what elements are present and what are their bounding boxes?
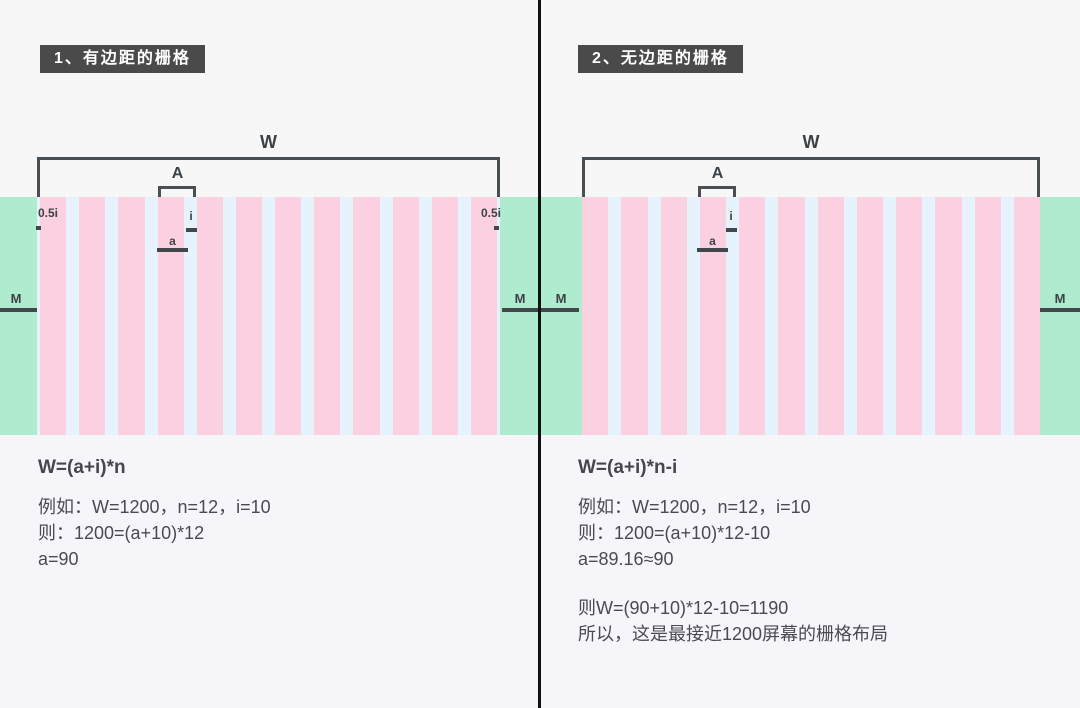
panel-grid-with-margin: 1、有边距的栅格 W A 0.5i 0.5i i a M M W=(a+i)*n… bbox=[0, 45, 540, 572]
width-dimension-label: W bbox=[260, 132, 277, 152]
margin-right-label: M bbox=[1054, 291, 1066, 306]
width-dimension-bracket bbox=[37, 157, 500, 197]
gutter-tick bbox=[186, 228, 197, 232]
panel-title-badge: 1、有边距的栅格 bbox=[40, 45, 205, 73]
grid-column bbox=[856, 197, 883, 435]
panel-title-badge: 2、无边距的栅格 bbox=[578, 45, 743, 73]
margin-area-right bbox=[500, 197, 540, 435]
formula-line: 例如：W=1200，n=12，i=10 bbox=[578, 497, 811, 517]
grid-column bbox=[235, 197, 263, 435]
grid-column bbox=[314, 197, 341, 435]
width-dimension-bracket bbox=[582, 157, 1040, 197]
grid-column bbox=[817, 197, 844, 435]
panel-grid-without-margin: 2、无边距的栅格 W A i a M M W=(a+i)*n-i 例如：W=12… bbox=[540, 0, 1080, 708]
formula-line: 则：1200=(a+10)*12-10 bbox=[578, 523, 771, 543]
margin-area-right bbox=[1040, 197, 1080, 435]
formula-line: a=89.16≈90 bbox=[578, 549, 674, 569]
grid-column bbox=[660, 197, 687, 435]
margin-left-line bbox=[540, 308, 579, 312]
formula-line: 则W=(90+10)*12-10=1190 bbox=[578, 598, 789, 618]
grid-column bbox=[431, 197, 458, 435]
column-width-label: a bbox=[169, 234, 176, 248]
grid-column bbox=[1013, 197, 1040, 435]
grid-column bbox=[275, 197, 302, 435]
margin-left-line bbox=[0, 308, 37, 312]
column-width-label: a bbox=[709, 234, 716, 248]
grid-columns bbox=[37, 197, 500, 435]
grid-band bbox=[0, 197, 540, 435]
gutter-tick bbox=[726, 228, 737, 232]
grid-column bbox=[739, 197, 766, 435]
column-width-line bbox=[697, 248, 728, 252]
margin-area-left bbox=[540, 197, 582, 435]
margin-right-line bbox=[1040, 308, 1080, 312]
margin-left-label: M bbox=[10, 291, 22, 306]
half-gutter-right-tick bbox=[494, 226, 499, 230]
formula-block: W=(a+i)*n-i 例如：W=1200，n=12，i=10 则：1200=(… bbox=[578, 457, 888, 647]
grid-columns bbox=[582, 197, 1040, 435]
grid-column bbox=[778, 197, 805, 435]
grid-column bbox=[935, 197, 962, 435]
half-gutter-left-tick bbox=[36, 226, 41, 230]
column-unit-label: A bbox=[171, 165, 184, 182]
margin-left-label: M bbox=[555, 291, 567, 306]
gutter-label: i bbox=[189, 209, 193, 223]
gutter-label: i bbox=[729, 209, 733, 223]
grid-column bbox=[40, 197, 67, 435]
grid-column bbox=[353, 197, 380, 435]
formula-block: W=(a+i)*n 例如：W=1200，n=12，i=10 则：1200=(a+… bbox=[38, 457, 271, 572]
grid-column bbox=[699, 197, 726, 435]
half-gutter-right-label: 0.5i bbox=[480, 206, 501, 220]
column-unit-label: A bbox=[711, 165, 724, 182]
column-unit-bracket bbox=[158, 186, 196, 197]
margin-right-line bbox=[502, 308, 540, 312]
grid-column bbox=[118, 197, 145, 435]
grid-column bbox=[157, 197, 184, 435]
center-divider-line bbox=[538, 0, 541, 708]
formula-title: W=(a+i)*n bbox=[38, 457, 126, 478]
grid-column bbox=[621, 197, 648, 435]
formula-title: W=(a+i)*n-i bbox=[578, 457, 678, 478]
margin-right-label: M bbox=[514, 291, 526, 306]
formula-line: 所以，这是最接近1200屏幕的栅格布局 bbox=[578, 624, 889, 644]
column-width-line bbox=[157, 248, 188, 252]
half-gutter-left-label: 0.5i bbox=[38, 206, 59, 220]
formula-line: 例如：W=1200，n=12，i=10 bbox=[38, 497, 271, 517]
margin-area-left bbox=[0, 197, 37, 435]
grid-column bbox=[392, 197, 419, 435]
grid-column bbox=[470, 197, 498, 435]
grid-column bbox=[79, 197, 106, 435]
width-dimension-label: W bbox=[802, 132, 820, 152]
grid-band bbox=[540, 197, 1080, 435]
formula-line: a=90 bbox=[38, 549, 79, 569]
grid-column bbox=[896, 197, 923, 435]
column-unit-bracket bbox=[698, 186, 736, 197]
formula-line: 则：1200=(a+10)*12 bbox=[38, 523, 205, 543]
grid-column bbox=[974, 197, 1001, 435]
grid-column bbox=[196, 197, 223, 435]
grid-column bbox=[582, 197, 609, 435]
